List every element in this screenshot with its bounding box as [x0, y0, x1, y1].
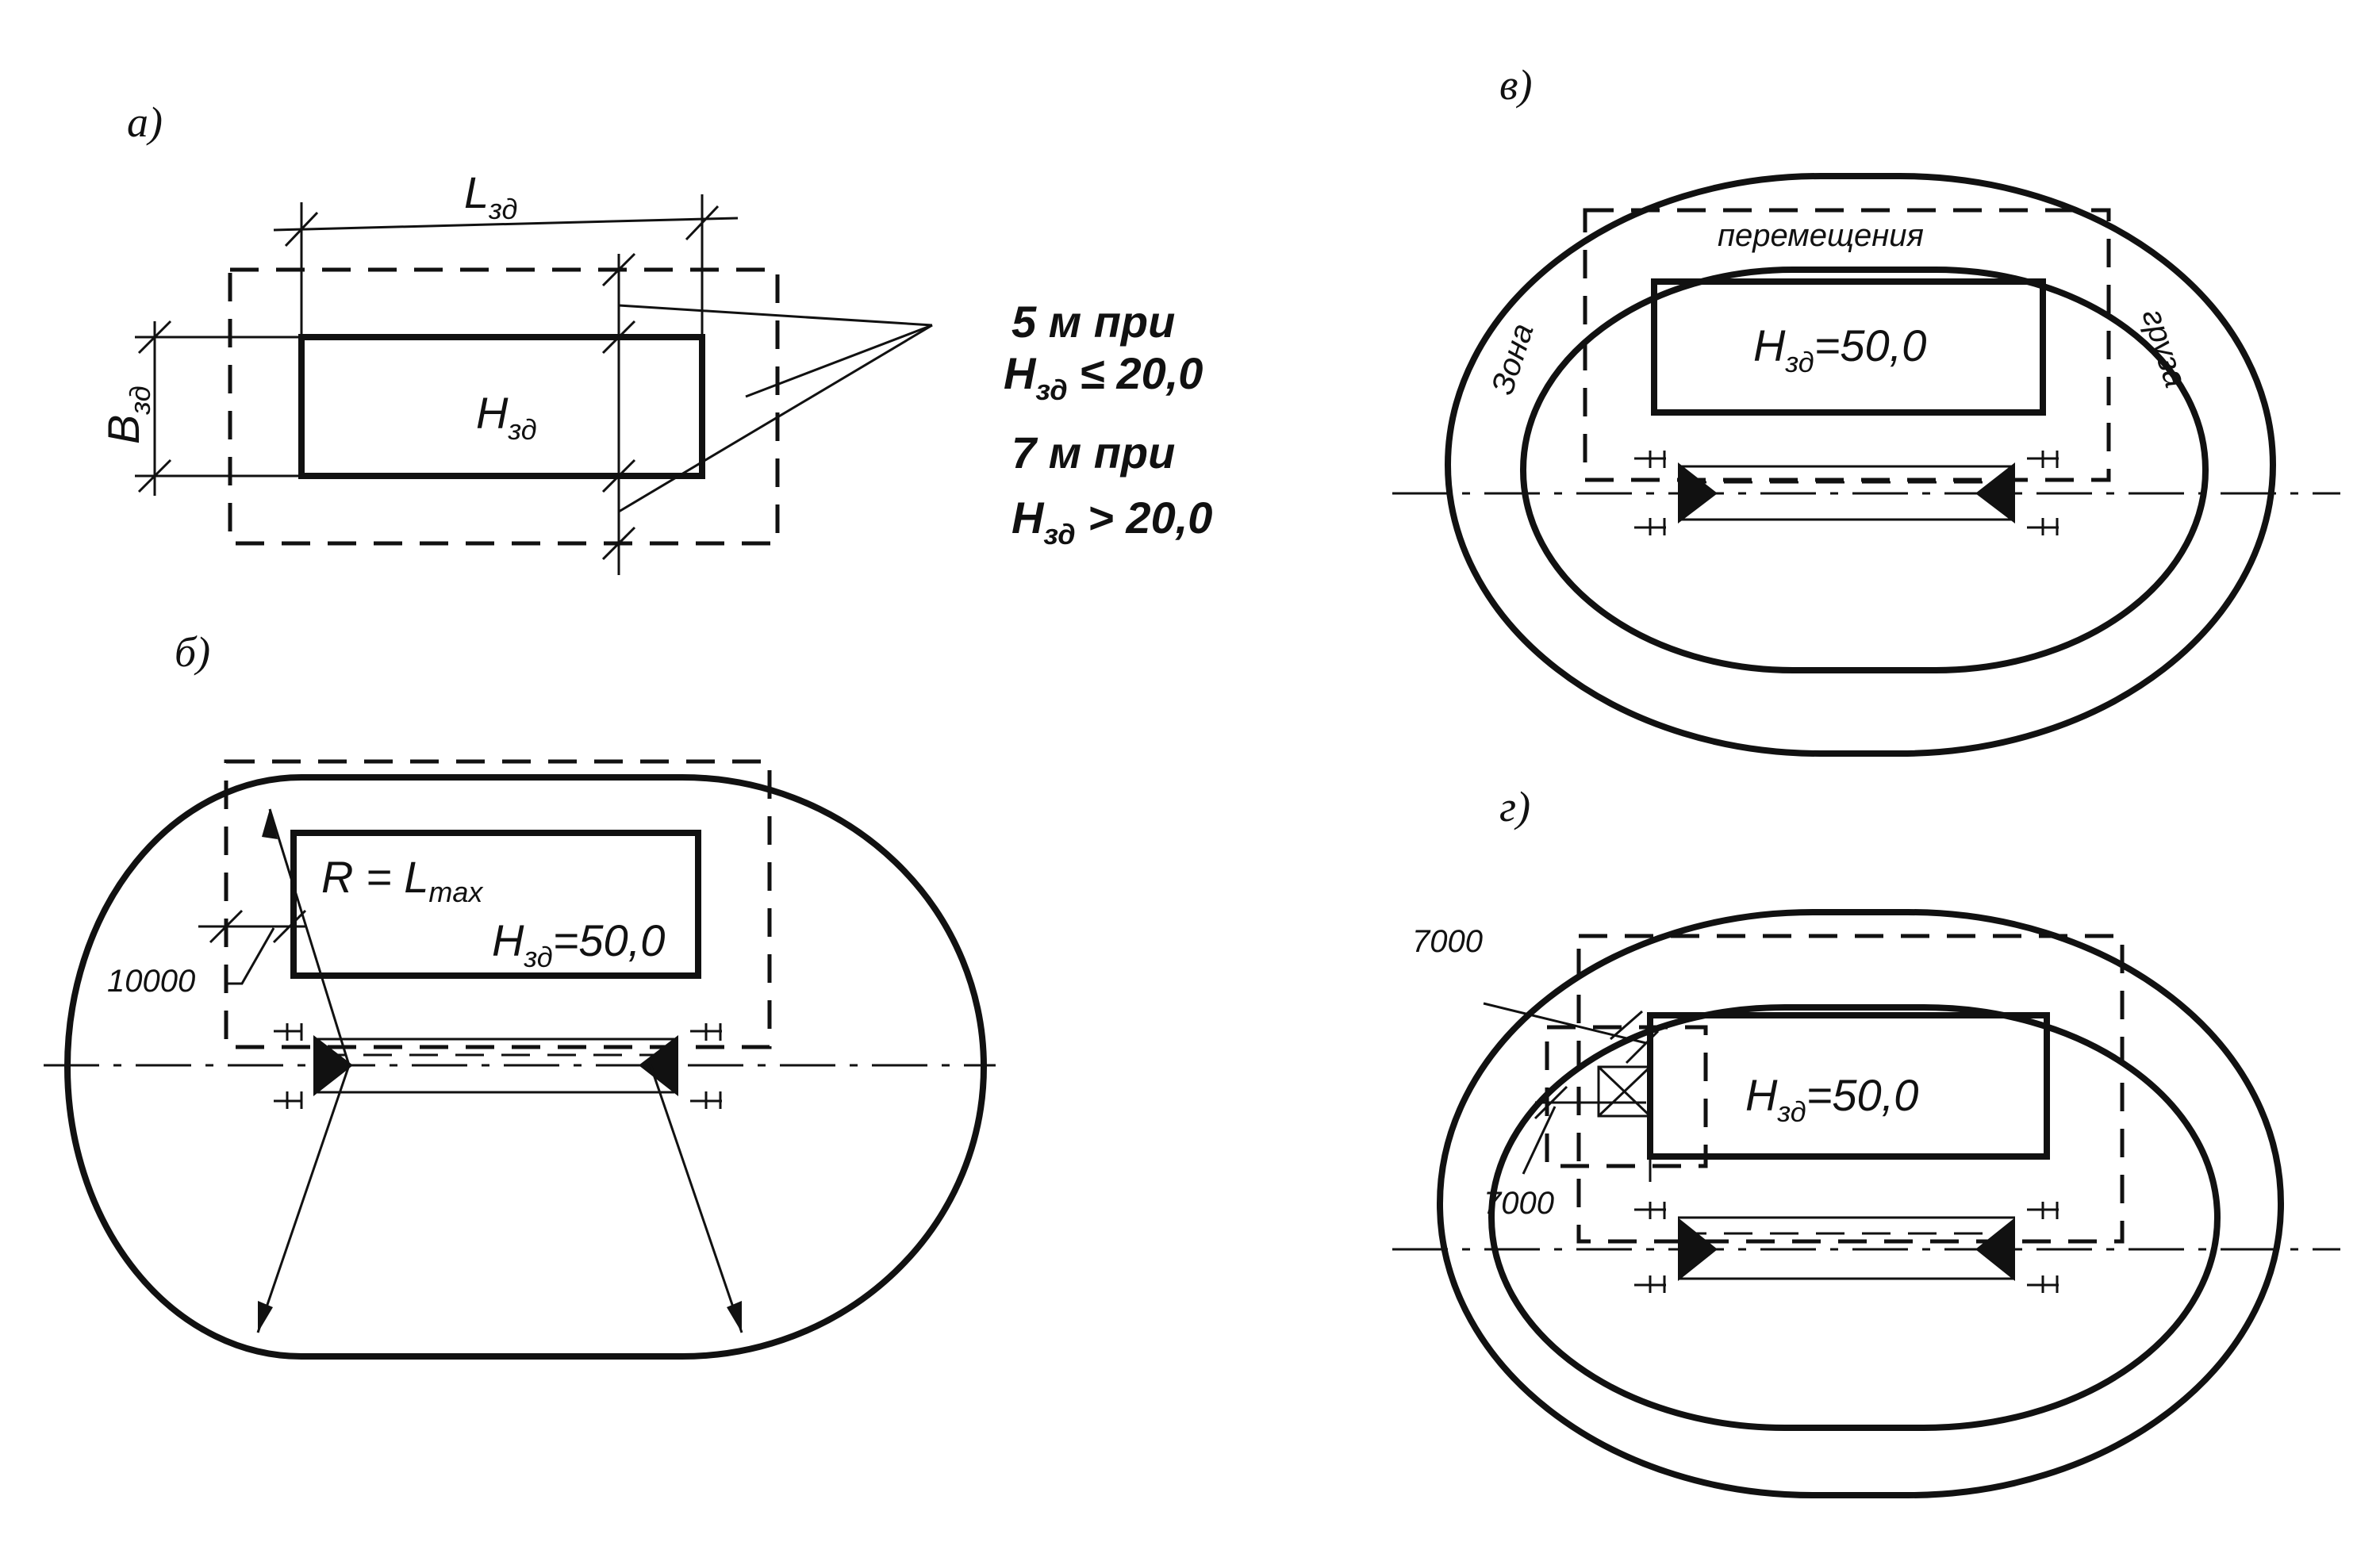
- radius-arrow: [256, 1064, 351, 1333]
- leader-line: [618, 324, 933, 513]
- crane-reach-boundary-inner: [1520, 267, 2209, 673]
- top-dimension-leader: [1483, 1002, 1647, 1045]
- arrowhead: [727, 1301, 742, 1333]
- crane-stop-left: [1678, 462, 1718, 524]
- length-dimension-line: [273, 217, 739, 232]
- zone-word-2: перемещения: [1718, 218, 1924, 253]
- arrowhead: [258, 1301, 273, 1333]
- panel-a-label: а): [127, 98, 163, 146]
- crane-reach-boundary-inner: [1488, 1004, 2221, 1431]
- tick: [601, 458, 636, 493]
- radius-arrow: [268, 808, 351, 1066]
- rail-end-left: [1634, 451, 1666, 535]
- rail-end-right: [2027, 451, 2059, 535]
- building-height-label: Hзд=50,0: [492, 915, 665, 973]
- tick: [284, 211, 319, 247]
- danger-zone-boundary: [1583, 208, 2111, 482]
- tick: [209, 909, 244, 944]
- building-height-label: Hзд=50,0: [1745, 1070, 1918, 1128]
- crane-reach-boundary-outer: [1437, 909, 2284, 1498]
- panel-g-label: г): [1499, 783, 1530, 830]
- crane-reach-boundary-outer: [1445, 173, 2276, 757]
- danger-zone-boundary: [224, 759, 772, 1049]
- offset-dimension: 10000: [107, 964, 195, 999]
- radius-label: R = Lmax: [321, 852, 484, 908]
- tick: [685, 205, 720, 241]
- crane-stop-left: [1678, 1218, 1718, 1281]
- panel-v-label: в): [1499, 61, 1532, 109]
- note-line-4: Hзд > 20,0: [1012, 493, 1212, 550]
- building-outline: [290, 830, 701, 979]
- bottom-dimension-leader: [1522, 1106, 1557, 1175]
- rail-end-left: [1634, 1202, 1666, 1293]
- rail-end-right: [2027, 1202, 2059, 1293]
- width-label: Bзд: [98, 386, 156, 444]
- zone-word-3: груза: [2135, 305, 2193, 392]
- panel-v: в) Зона перемещения груза Hзд=50,0: [1392, 61, 2340, 757]
- building-height-label: Hзд=50,0: [1753, 320, 1926, 378]
- tick: [601, 526, 636, 561]
- crane-stop-left: [313, 1035, 353, 1096]
- panel-g: г) 7000 7000 Hзд=50,0: [1392, 783, 2340, 1498]
- note-line-1: 5 м при: [1012, 297, 1175, 347]
- bottom-dimension: 7000: [1484, 1186, 1554, 1221]
- crane-reach-boundary: [64, 774, 987, 1360]
- panel-a: а) Lзд Bзд Hзд 5 м при Hзд ≤ 20,0: [98, 98, 1212, 575]
- building-height-label: Hзд: [476, 388, 537, 446]
- leader-line: [745, 324, 933, 398]
- tick: [601, 252, 636, 287]
- load-danger-zone: [1545, 1025, 1708, 1168]
- rail-end-right: [690, 1023, 722, 1109]
- panel-b: б) 10000 R = Lmax Hзд=50,0: [44, 628, 996, 1360]
- crane-stop-right: [1975, 462, 2015, 524]
- crane-stop-right: [1975, 1218, 2015, 1281]
- danger-zone-boundary: [1576, 934, 2125, 1244]
- building-outline: [298, 334, 705, 479]
- tick: [1534, 1085, 1568, 1120]
- tick: [137, 458, 172, 493]
- radius-arrow: [649, 1064, 743, 1333]
- note-line-2: Hзд ≤ 20,0: [1004, 348, 1203, 406]
- rail-end-left: [274, 1023, 303, 1109]
- leader-line: [618, 304, 933, 327]
- load-symbol-cross: [1597, 1065, 1652, 1118]
- arrowhead: [262, 809, 278, 839]
- tick: [272, 909, 307, 944]
- note-line-3: 7 м при: [1012, 428, 1175, 478]
- top-dimension: 7000: [1412, 924, 1483, 959]
- crane-stop-right: [639, 1035, 678, 1096]
- building-outline: [1651, 278, 2046, 416]
- length-label: Lзд: [464, 167, 517, 225]
- tick: [1610, 1010, 1643, 1041]
- panel-b-label: б): [175, 628, 210, 676]
- tick: [137, 320, 172, 355]
- tick: [1625, 1030, 1660, 1064]
- tick: [601, 320, 636, 355]
- dimension-leader: [226, 927, 275, 985]
